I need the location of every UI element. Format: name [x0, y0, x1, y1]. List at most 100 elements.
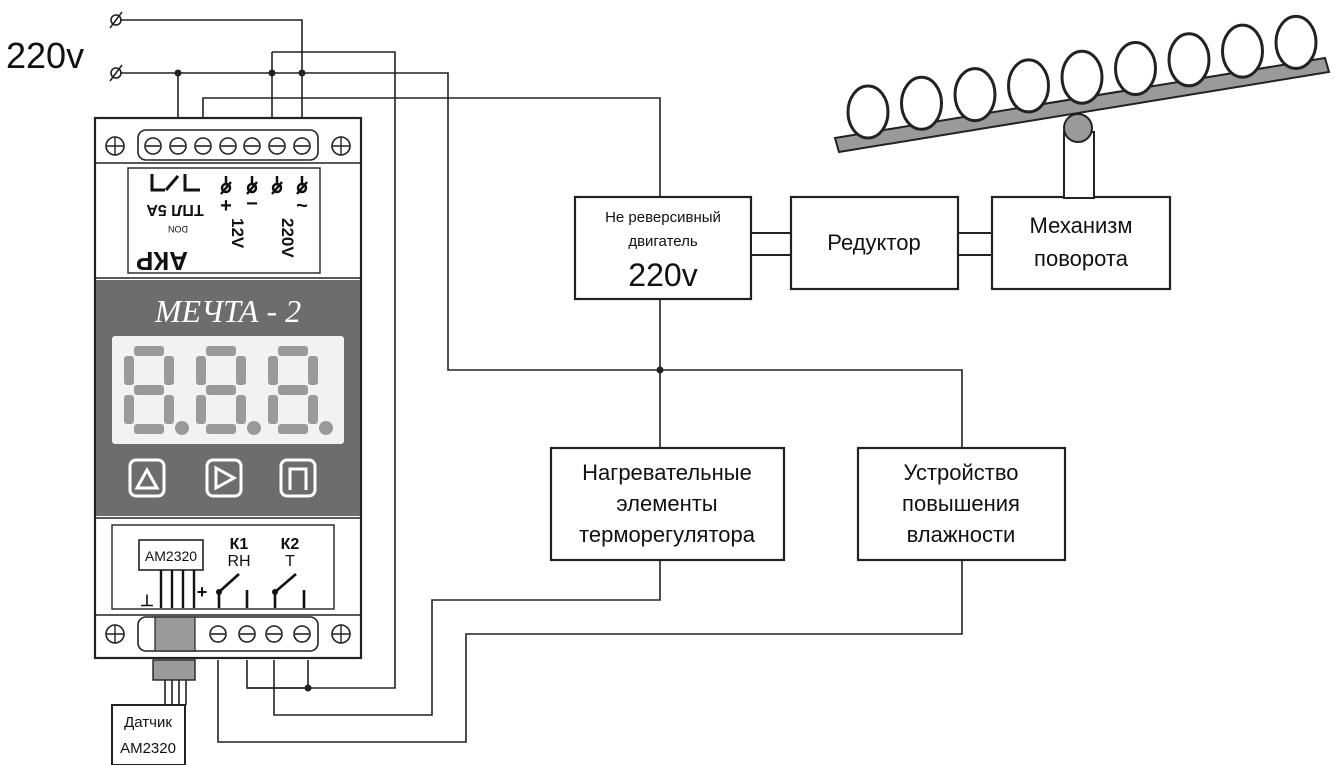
- led-segment: [278, 385, 308, 395]
- mount-screw-icon: [105, 624, 125, 644]
- junction-dot: [268, 69, 276, 77]
- ac-label: ~: [296, 195, 308, 217]
- terminal-screw-icon: [238, 625, 256, 643]
- humidifier-label-3: влажности: [907, 522, 1016, 547]
- led-segment: [278, 346, 308, 356]
- humidifier-label-2: повышения: [902, 491, 1020, 516]
- led-segment: [278, 424, 308, 434]
- led-segment: [124, 356, 134, 385]
- minus-label: −: [246, 193, 258, 215]
- motor-label-3: 220v: [628, 257, 697, 293]
- terminal-screw-icon: [243, 137, 261, 155]
- egg-tray-illustration: [833, 14, 1331, 199]
- terminal-screw-icon: [194, 137, 212, 155]
- heater-label-2: элементы: [616, 491, 717, 516]
- right-button[interactable]: [205, 458, 243, 498]
- terminal-screw-icon: [209, 625, 227, 643]
- 220v-label: 220V: [278, 218, 297, 258]
- terminal-screw-icon: [293, 137, 311, 155]
- egg-icon: [1167, 32, 1211, 88]
- wires: [109, 11, 963, 743]
- led-digits: [124, 346, 333, 435]
- egg-icon: [846, 84, 890, 140]
- top-terminal-row: [105, 129, 351, 161]
- wire-humidifier-return: [217, 560, 963, 743]
- reducer-label: Редуктор: [827, 230, 920, 255]
- external-sensor: Датчик AM2320: [111, 659, 196, 765]
- led-segment: [206, 424, 236, 434]
- led-segment: [236, 356, 246, 385]
- led-segment: [236, 395, 246, 424]
- junction-dot: [304, 684, 312, 692]
- led-segment: [268, 395, 278, 424]
- egg-icon: [1060, 49, 1104, 105]
- mechanism-block: Механизм поворота: [990, 195, 1172, 291]
- led-segment: [268, 356, 278, 385]
- supply-terminal-icon: [109, 64, 123, 82]
- egg-icon: [953, 67, 997, 123]
- led-segment: [134, 385, 164, 395]
- reducer-block: Редуктор: [789, 195, 960, 291]
- ground-label: ⊥: [140, 593, 154, 610]
- k1-label: К1: [230, 536, 249, 553]
- terminal-screw-icon: [293, 625, 311, 643]
- junction-dot: [656, 366, 664, 374]
- led-segment: [164, 356, 174, 385]
- triangle-right-icon: [214, 465, 238, 491]
- controller-unit: ТПЛ 5А + − ~ 12V 220V АКР DON МЕЧТА - 2: [93, 116, 363, 660]
- bottom-terminal-row: [105, 616, 351, 652]
- led-decimal-point: [175, 421, 189, 435]
- relay-contact-icon: [150, 174, 200, 192]
- heater-block: Нагревательные элементы терморегулятора: [549, 446, 786, 562]
- wire-bottom-bus: [247, 660, 309, 689]
- bottom-label-panel: AM2320 ⊥ + К1 RH К2 T: [111, 524, 335, 610]
- egg-icon: [1007, 58, 1050, 114]
- device-name: МЕЧТА - 2: [154, 293, 301, 329]
- humidifier-label-1: Устройство: [903, 460, 1018, 485]
- egg-icon: [1274, 14, 1318, 70]
- program-button[interactable]: [279, 458, 317, 498]
- supply-terminal-icon: [109, 11, 123, 29]
- led-segment: [308, 356, 318, 385]
- up-button[interactable]: [128, 458, 166, 498]
- wire-phase-2: [120, 72, 963, 448]
- letter-p-icon: [288, 467, 308, 490]
- plus-label: +: [220, 195, 232, 217]
- sensor-label-2: AM2320: [120, 740, 176, 757]
- mechanism-label-1: Механизм: [1030, 213, 1133, 238]
- motor-block: Не реверсивный двигатель 220v: [573, 195, 753, 301]
- sensor-chip-label: AM2320: [145, 548, 197, 564]
- mount-screw-icon: [331, 624, 351, 644]
- 12v-label: 12V: [228, 218, 247, 249]
- terminal-screw-icon: [169, 137, 187, 155]
- led-segment: [164, 395, 174, 424]
- egg-icon: [1221, 23, 1264, 79]
- led-segment: [308, 395, 318, 424]
- brand-sub: DON: [168, 224, 188, 234]
- heater-label-1: Нагревательные: [582, 460, 752, 485]
- motor-label-1: Не реверсивный: [605, 209, 721, 226]
- brand-logo: АКР: [136, 246, 188, 276]
- humidifier-block: Устройство повышения влажности: [856, 446, 1067, 562]
- wire-bridge: [246, 51, 396, 689]
- k2-label: К2: [281, 536, 300, 553]
- egg-icon: [1114, 41, 1157, 96]
- led-segment: [134, 346, 164, 356]
- k1-sub-label: RH: [227, 553, 250, 570]
- terminal-screw-icon: [144, 137, 162, 155]
- led-segment: [124, 395, 134, 424]
- led-decimal-point: [319, 421, 333, 435]
- sensor-plus-label: +: [197, 582, 208, 602]
- junction-dot: [174, 69, 182, 77]
- wire-phase-1: [120, 19, 303, 130]
- heater-label-3: терморегулятора: [579, 522, 756, 547]
- sensor-label-1: Датчик: [124, 714, 172, 731]
- relay-rating-label: ТПЛ 5А: [146, 201, 204, 218]
- sensor-pins-icon: [159, 570, 196, 608]
- junction-dot: [298, 69, 306, 77]
- sensor-connector: [154, 616, 196, 652]
- led-decimal-point: [247, 421, 261, 435]
- led-segment: [196, 395, 206, 424]
- top-label-panel: ТПЛ 5А + − ~ 12V 220V АКР DON: [127, 167, 321, 276]
- wire-relay-motor: [202, 97, 661, 197]
